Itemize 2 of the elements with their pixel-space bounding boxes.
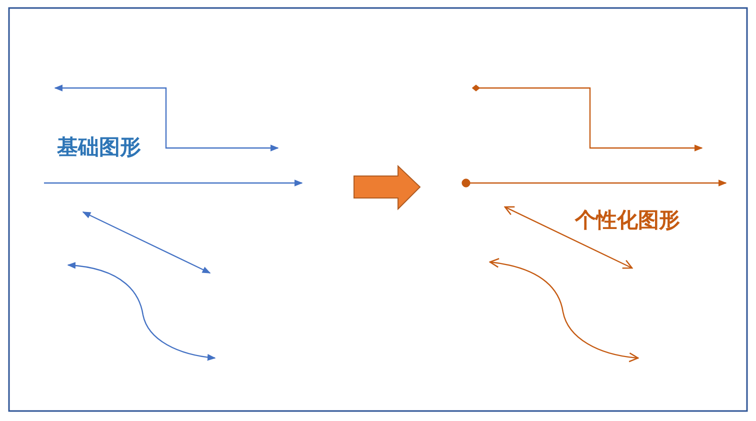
group-label: 个性化图形 xyxy=(575,210,680,231)
group-label: 基础图形 xyxy=(57,137,141,158)
